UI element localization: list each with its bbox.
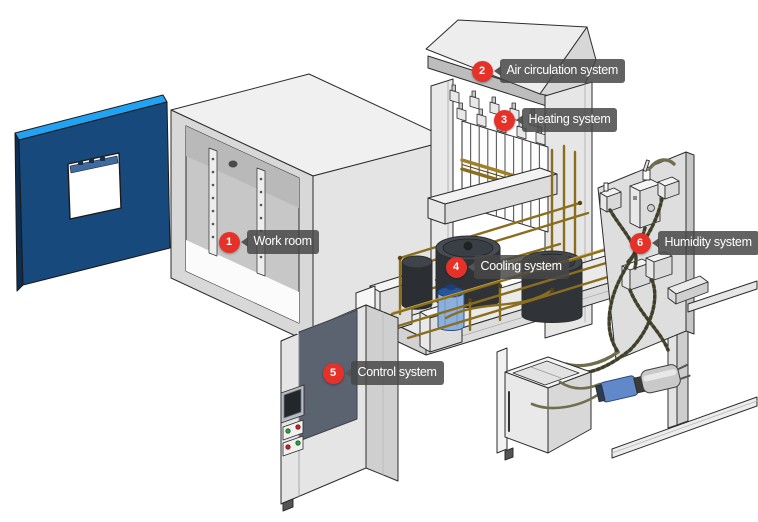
work-room-box: [170, 73, 452, 345]
hmi-screen: [283, 388, 302, 419]
liquid-receiver-blue: [437, 284, 465, 331]
cabinet-foot: [282, 498, 294, 512]
motor-pin: [677, 363, 689, 370]
compressor-small: [401, 255, 433, 310]
heating-system: [427, 84, 558, 233]
pump-hoses: [530, 380, 604, 410]
window-tick: [78, 161, 83, 165]
humidity-box-right: [657, 176, 680, 200]
water-pump: [530, 363, 691, 410]
cabinet-side: [365, 304, 399, 482]
rack-rail: [256, 167, 266, 277]
pump-cap: [595, 384, 606, 403]
motor-pin: [680, 374, 691, 380]
chamber-door: [14, 94, 171, 292]
humidity-bracket: [645, 251, 673, 281]
tank-foot: [504, 447, 514, 461]
rack-rail-holes: [211, 157, 215, 239]
tank-tray: [512, 360, 580, 386]
cabinet-door-panel: [298, 309, 358, 442]
tank-front-right: [547, 371, 592, 454]
work-room-interior-top-shade: [186, 126, 299, 208]
window-tick: [89, 159, 94, 163]
pipe-highlight: [391, 247, 609, 313]
motor-highlight: [643, 369, 677, 382]
interior-sensor: [228, 160, 238, 168]
upper-right-rail: [687, 280, 758, 313]
button-panel: [282, 435, 304, 457]
plenum-ledge-side: [444, 173, 558, 225]
water-tank: [496, 347, 592, 461]
refrigerant-pipes-front: [390, 247, 626, 340]
tray-divider: [530, 366, 562, 379]
rack-rail: [208, 147, 218, 257]
button-panel: [282, 419, 304, 441]
rail-seam: [611, 400, 758, 454]
humidity-box-left: [599, 182, 622, 213]
work-room-floor: [186, 240, 299, 323]
panel-shelf-wedge: [667, 275, 709, 305]
window-tick: [100, 157, 105, 161]
bottom-rail: [611, 396, 758, 459]
base-frame-rails: [611, 280, 758, 459]
